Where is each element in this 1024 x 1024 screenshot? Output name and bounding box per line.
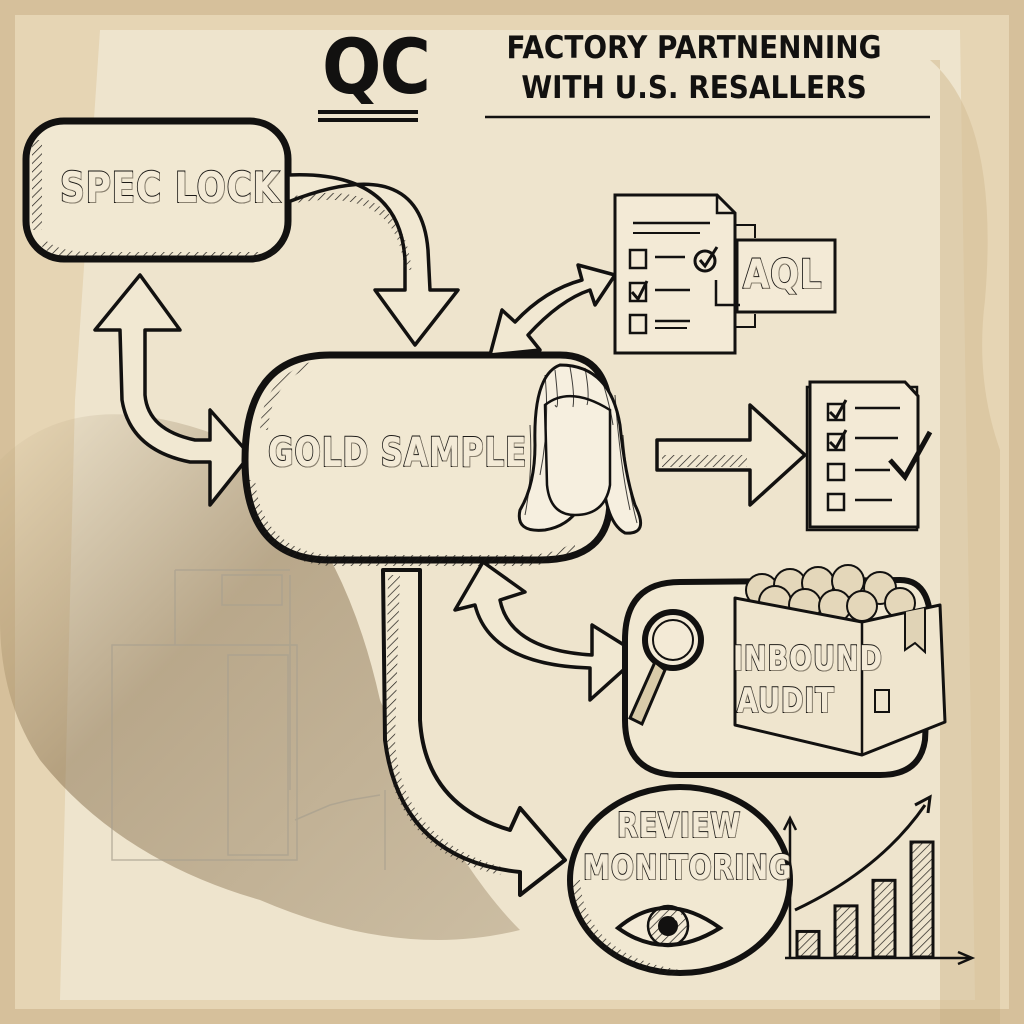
inbound-audit-label: INBOUND AUDIT bbox=[732, 638, 883, 722]
inbound-audit-line-1: INBOUND bbox=[732, 638, 883, 680]
subtitle-line-1: FACTORY PARTNENNING bbox=[506, 30, 882, 66]
mini-chart-bar bbox=[909, 840, 935, 959]
gold-sample-label: GOLD SAMPLE bbox=[267, 429, 528, 477]
aql-box[interactable] bbox=[714, 224, 837, 328]
trend-arrow bbox=[794, 804, 927, 912]
review-monitoring-line-1: REVIEW bbox=[616, 805, 742, 847]
title-underline bbox=[318, 110, 930, 122]
growth-bar-chart-icon bbox=[782, 794, 976, 966]
spec-lock-label: SPEC LOCK bbox=[59, 162, 281, 213]
magnifying-glass-icon bbox=[628, 609, 704, 727]
mini-chart-bar bbox=[795, 929, 821, 959]
checklist-document-icon bbox=[613, 193, 737, 355]
review-monitoring-label: REVIEW MONITORING bbox=[582, 805, 792, 889]
arrow-gold-inbound bbox=[453, 560, 642, 702]
charcoal-smudge bbox=[0, 414, 520, 940]
eye-icon bbox=[614, 904, 724, 948]
arrow-gold-checklist bbox=[655, 403, 807, 507]
mini-chart-bar bbox=[833, 904, 859, 959]
review-monitoring-line-2: MONITORING bbox=[582, 847, 792, 889]
arrow-spec-gold-loop bbox=[93, 273, 252, 507]
faint-background-sketch bbox=[111, 569, 386, 870]
arrow-spec-to-gold bbox=[286, 173, 460, 347]
produce-box-icon bbox=[733, 564, 947, 757]
subtitle-line-2: WITH U.S. RESALLERS bbox=[521, 70, 867, 106]
wig-head-icon bbox=[517, 363, 643, 535]
mini-chart-bar bbox=[871, 878, 897, 959]
title-abbrev: QC bbox=[322, 22, 431, 111]
arrow-gold-review bbox=[381, 568, 567, 897]
arrow-gold-aql bbox=[488, 263, 617, 357]
title-subtitle: FACTORY PARTNENNING WITH U.S. RESALLERS bbox=[478, 28, 910, 108]
inbound-audit-line-2: AUDIT bbox=[736, 680, 835, 722]
aql-label: AQL bbox=[742, 251, 823, 299]
approved-checklist-icon bbox=[805, 380, 933, 532]
